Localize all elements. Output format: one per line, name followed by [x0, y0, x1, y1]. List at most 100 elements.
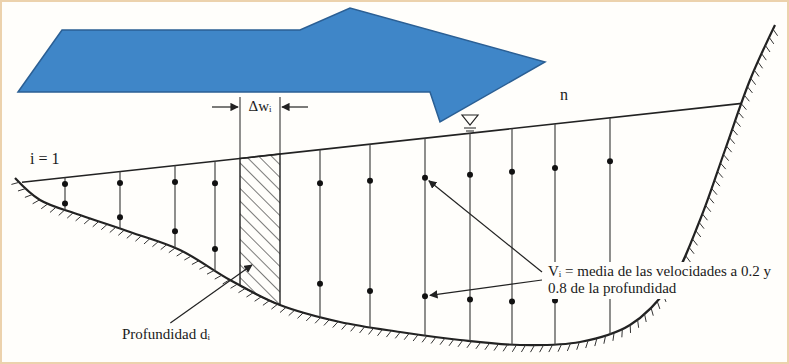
bed-hatch	[110, 227, 116, 232]
bed-hatch	[699, 222, 704, 228]
measure-point	[212, 246, 218, 252]
bed-hatch	[25, 194, 33, 197]
measure-point	[422, 293, 428, 299]
bed-hatch	[76, 216, 82, 221]
bed-hatch	[765, 45, 770, 52]
vertical	[319, 150, 320, 318]
bed-hatch	[689, 247, 694, 253]
bed-hatch	[485, 343, 490, 350]
bed-hatch	[512, 345, 516, 352]
depth-label: Profundidad dᵢ	[122, 326, 210, 343]
measure-point	[552, 298, 558, 304]
bed-hatch	[84, 219, 90, 224]
bed-hatch	[440, 338, 445, 344]
bed-hatch	[152, 241, 158, 246]
bed-hatch	[342, 323, 347, 329]
vertical	[424, 138, 425, 335]
bed-hatch	[386, 331, 391, 337]
bed-hatch	[246, 293, 253, 297]
measure-point	[172, 228, 178, 234]
bed-hatch	[101, 224, 107, 229]
bed-hatch	[297, 313, 303, 319]
bed-hatch	[395, 332, 400, 338]
bed-hatch	[192, 261, 199, 265]
bed-hatch	[93, 221, 99, 226]
measure-point	[552, 165, 558, 171]
bed-hatch	[161, 244, 167, 249]
bed-hatch	[458, 340, 463, 347]
bed-hatch	[351, 325, 356, 331]
bed-hatch	[769, 37, 774, 44]
extension-line	[240, 97, 241, 158]
bed-hatch	[271, 304, 277, 309]
measure-point	[62, 181, 68, 187]
flow-arrow	[18, 8, 545, 122]
measure-point	[172, 179, 178, 185]
bed-hatch	[369, 328, 374, 334]
bed-hatch	[11, 182, 19, 184]
bed-hatch	[586, 340, 588, 348]
bed-hatch	[215, 275, 222, 279]
end-index: n	[560, 86, 568, 104]
bed-hatch	[315, 317, 321, 323]
bed-hatch	[306, 315, 312, 321]
bed-hatch	[577, 342, 580, 350]
bed-hatch	[280, 307, 286, 312]
bed-hatch	[289, 310, 295, 315]
vertical	[369, 144, 370, 327]
hatched-strip	[240, 154, 280, 305]
bed-hatch	[449, 339, 454, 345]
bed-hatch	[360, 327, 365, 333]
vertical	[469, 133, 470, 341]
bed-hatch	[169, 248, 175, 253]
bed-hatch	[324, 320, 329, 326]
bed-hatch	[744, 95, 749, 101]
bed-hatch	[732, 129, 737, 135]
bed-hatch	[144, 239, 150, 244]
vertical	[609, 118, 610, 334]
bed-hatch	[549, 345, 553, 352]
bed-hatch	[558, 344, 561, 351]
bed-hatch	[702, 214, 707, 220]
bed-hatch	[184, 256, 191, 260]
bed-hatch	[521, 345, 525, 352]
bed-hatch	[720, 163, 725, 169]
measure-point	[509, 299, 515, 305]
bed-hatch	[404, 333, 409, 339]
bed-hatch	[712, 189, 717, 195]
measure-point	[367, 288, 373, 294]
bed-hatch	[604, 336, 606, 344]
bed-hatch	[413, 335, 418, 341]
measure-point	[467, 172, 473, 178]
measure-point	[607, 158, 613, 164]
bed-hatch	[613, 333, 614, 341]
bed-hatch	[567, 343, 570, 350]
leader-line	[429, 181, 542, 272]
bed-hatch	[747, 87, 752, 93]
measure-point	[117, 180, 123, 186]
bed-hatch	[18, 189, 26, 191]
bed-hatch	[422, 336, 427, 342]
bed-hatch	[706, 206, 711, 212]
bed-hatch	[738, 112, 743, 118]
bed-hatch	[595, 338, 597, 346]
leader-line	[170, 265, 252, 323]
bed-hatch	[50, 207, 56, 212]
bed-hatch	[494, 344, 499, 351]
bed-hatch	[255, 297, 262, 302]
bed-hatch	[718, 172, 723, 178]
bed-hatch	[135, 236, 141, 241]
bed-hatch	[59, 210, 65, 215]
measure-point	[212, 180, 218, 186]
bed-hatch	[540, 345, 544, 352]
bed-hatch	[715, 180, 720, 186]
bed-hatch	[238, 288, 245, 292]
vertical	[214, 161, 215, 271]
bed-hatch	[735, 121, 740, 127]
bed-hatch	[754, 70, 759, 76]
measure-point	[317, 180, 323, 186]
bed-hatch	[657, 301, 660, 309]
bed-hatch	[645, 314, 647, 322]
bed-hatch	[67, 213, 73, 218]
